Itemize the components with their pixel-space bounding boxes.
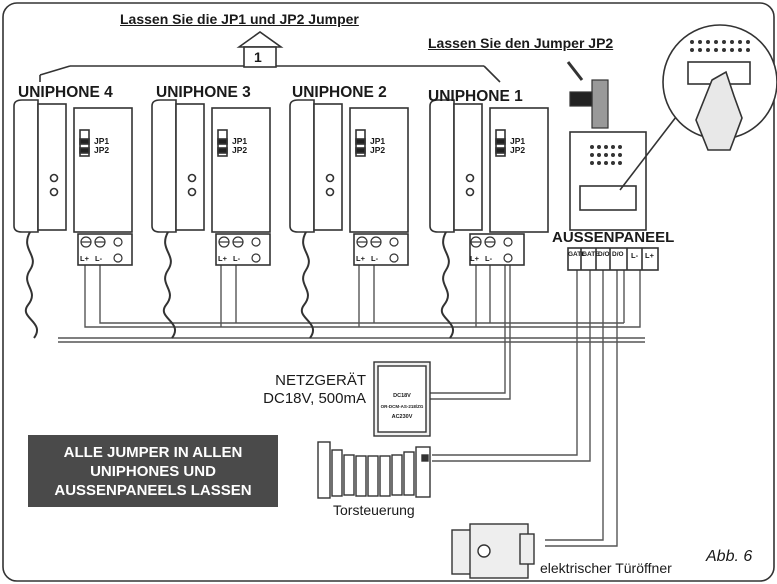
- note-line-3: AUSSENPANEELS LASSEN: [54, 481, 252, 499]
- door-opener-drawing: [451, 523, 535, 579]
- panel-term-gate-2: GATE: [582, 251, 600, 258]
- speaker-grille: [590, 145, 622, 165]
- uniphone-4-drawing: [13, 99, 133, 266]
- panel-term-gate-1: GATE: [568, 251, 586, 258]
- uniphone-1-term-lminus: L-: [485, 254, 493, 263]
- uniphone-4-term-lminus: L-: [95, 254, 103, 263]
- uniphone-1-jp1: JP1: [510, 136, 526, 146]
- outdoor-panel-drawing: [567, 131, 659, 271]
- instruction-jp2: Lassen Sie den Jumper JP2: [428, 35, 614, 51]
- gate-controller-label: Torsteuerung: [333, 502, 415, 518]
- uniphone-3-term-lplus: L+: [218, 254, 227, 263]
- psu-face-model: OR-DCM-AS-218/ZG: [380, 404, 424, 409]
- uniphone-4-jp2: JP2: [94, 145, 110, 155]
- outdoor-panel-title: AUSSENPANEEL: [552, 229, 675, 246]
- zoom-dots: [690, 40, 750, 52]
- uniphone-1-title: UNIPHONE 1: [428, 88, 523, 105]
- jumper-detail: [566, 61, 609, 129]
- power-supply-label-line2: DC18V, 500mA: [263, 390, 366, 407]
- uniphone-3-term-lminus: L-: [233, 254, 241, 263]
- uniphone-3-drawing: [151, 99, 271, 266]
- power-supply-label-line1: NETZGERÄT: [275, 372, 366, 389]
- uniphone-2-jp1: JP1: [370, 136, 386, 146]
- uniphone-2-jp2: JP2: [370, 145, 386, 155]
- psu-face-ac: AC230V: [391, 414, 413, 420]
- note-box: ALLE JUMPER IN ALLEN UNIPHONES UND AUSSE…: [28, 435, 278, 507]
- figure-label: Abb. 6: [706, 548, 753, 565]
- uniphone-4-title: UNIPHONE 4: [18, 84, 113, 101]
- coiled-cords: [24, 231, 454, 339]
- uniphone-2-drawing: [289, 99, 409, 266]
- uniphone-1-term-lplus: L+: [470, 254, 479, 263]
- uniphone-2-title: UNIPHONE 2: [292, 84, 387, 101]
- uniphone-1-jp2: JP2: [510, 145, 526, 155]
- panel-term-do-2: D/O: [612, 251, 624, 258]
- power-supply-label: NETZGERÄT DC18V, 500mA: [246, 372, 366, 408]
- note-line-2: UNIPHONES UND: [90, 462, 216, 480]
- uniphone-1-drawing: [429, 99, 549, 266]
- uniphone-3-jp2: JP2: [232, 145, 248, 155]
- door-opener-label: elektrischer Türöffner: [540, 560, 672, 576]
- uniphone-2-term-lplus: L+: [356, 254, 365, 263]
- instruction-jp1-jp2: Lassen Sie die JP1 und JP2 Jumper: [120, 11, 359, 27]
- gate-drawing: [317, 441, 431, 499]
- panel-term-do-1: D/O: [598, 251, 610, 258]
- power-supply-drawing: [373, 361, 431, 437]
- building-number: 1: [254, 49, 262, 65]
- uniphone-3-jp1: JP1: [232, 136, 248, 146]
- zoom-detail: [619, 24, 777, 191]
- panel-term-lplus: L+: [645, 251, 654, 260]
- uniphone-3-title: UNIPHONE 3: [156, 84, 251, 101]
- building-icon: [39, 31, 501, 83]
- uniphone-2-term-lminus: L-: [371, 254, 379, 263]
- uniphone-4-jp1: JP1: [94, 136, 110, 146]
- uniphone-4-term-lplus: L+: [80, 254, 89, 263]
- psu-face-dc: DC18V: [393, 393, 411, 399]
- panel-term-lminus: L-: [631, 251, 639, 260]
- note-line-1: ALLE JUMPER IN ALLEN: [63, 443, 243, 461]
- terminal-screws: [80, 236, 513, 263]
